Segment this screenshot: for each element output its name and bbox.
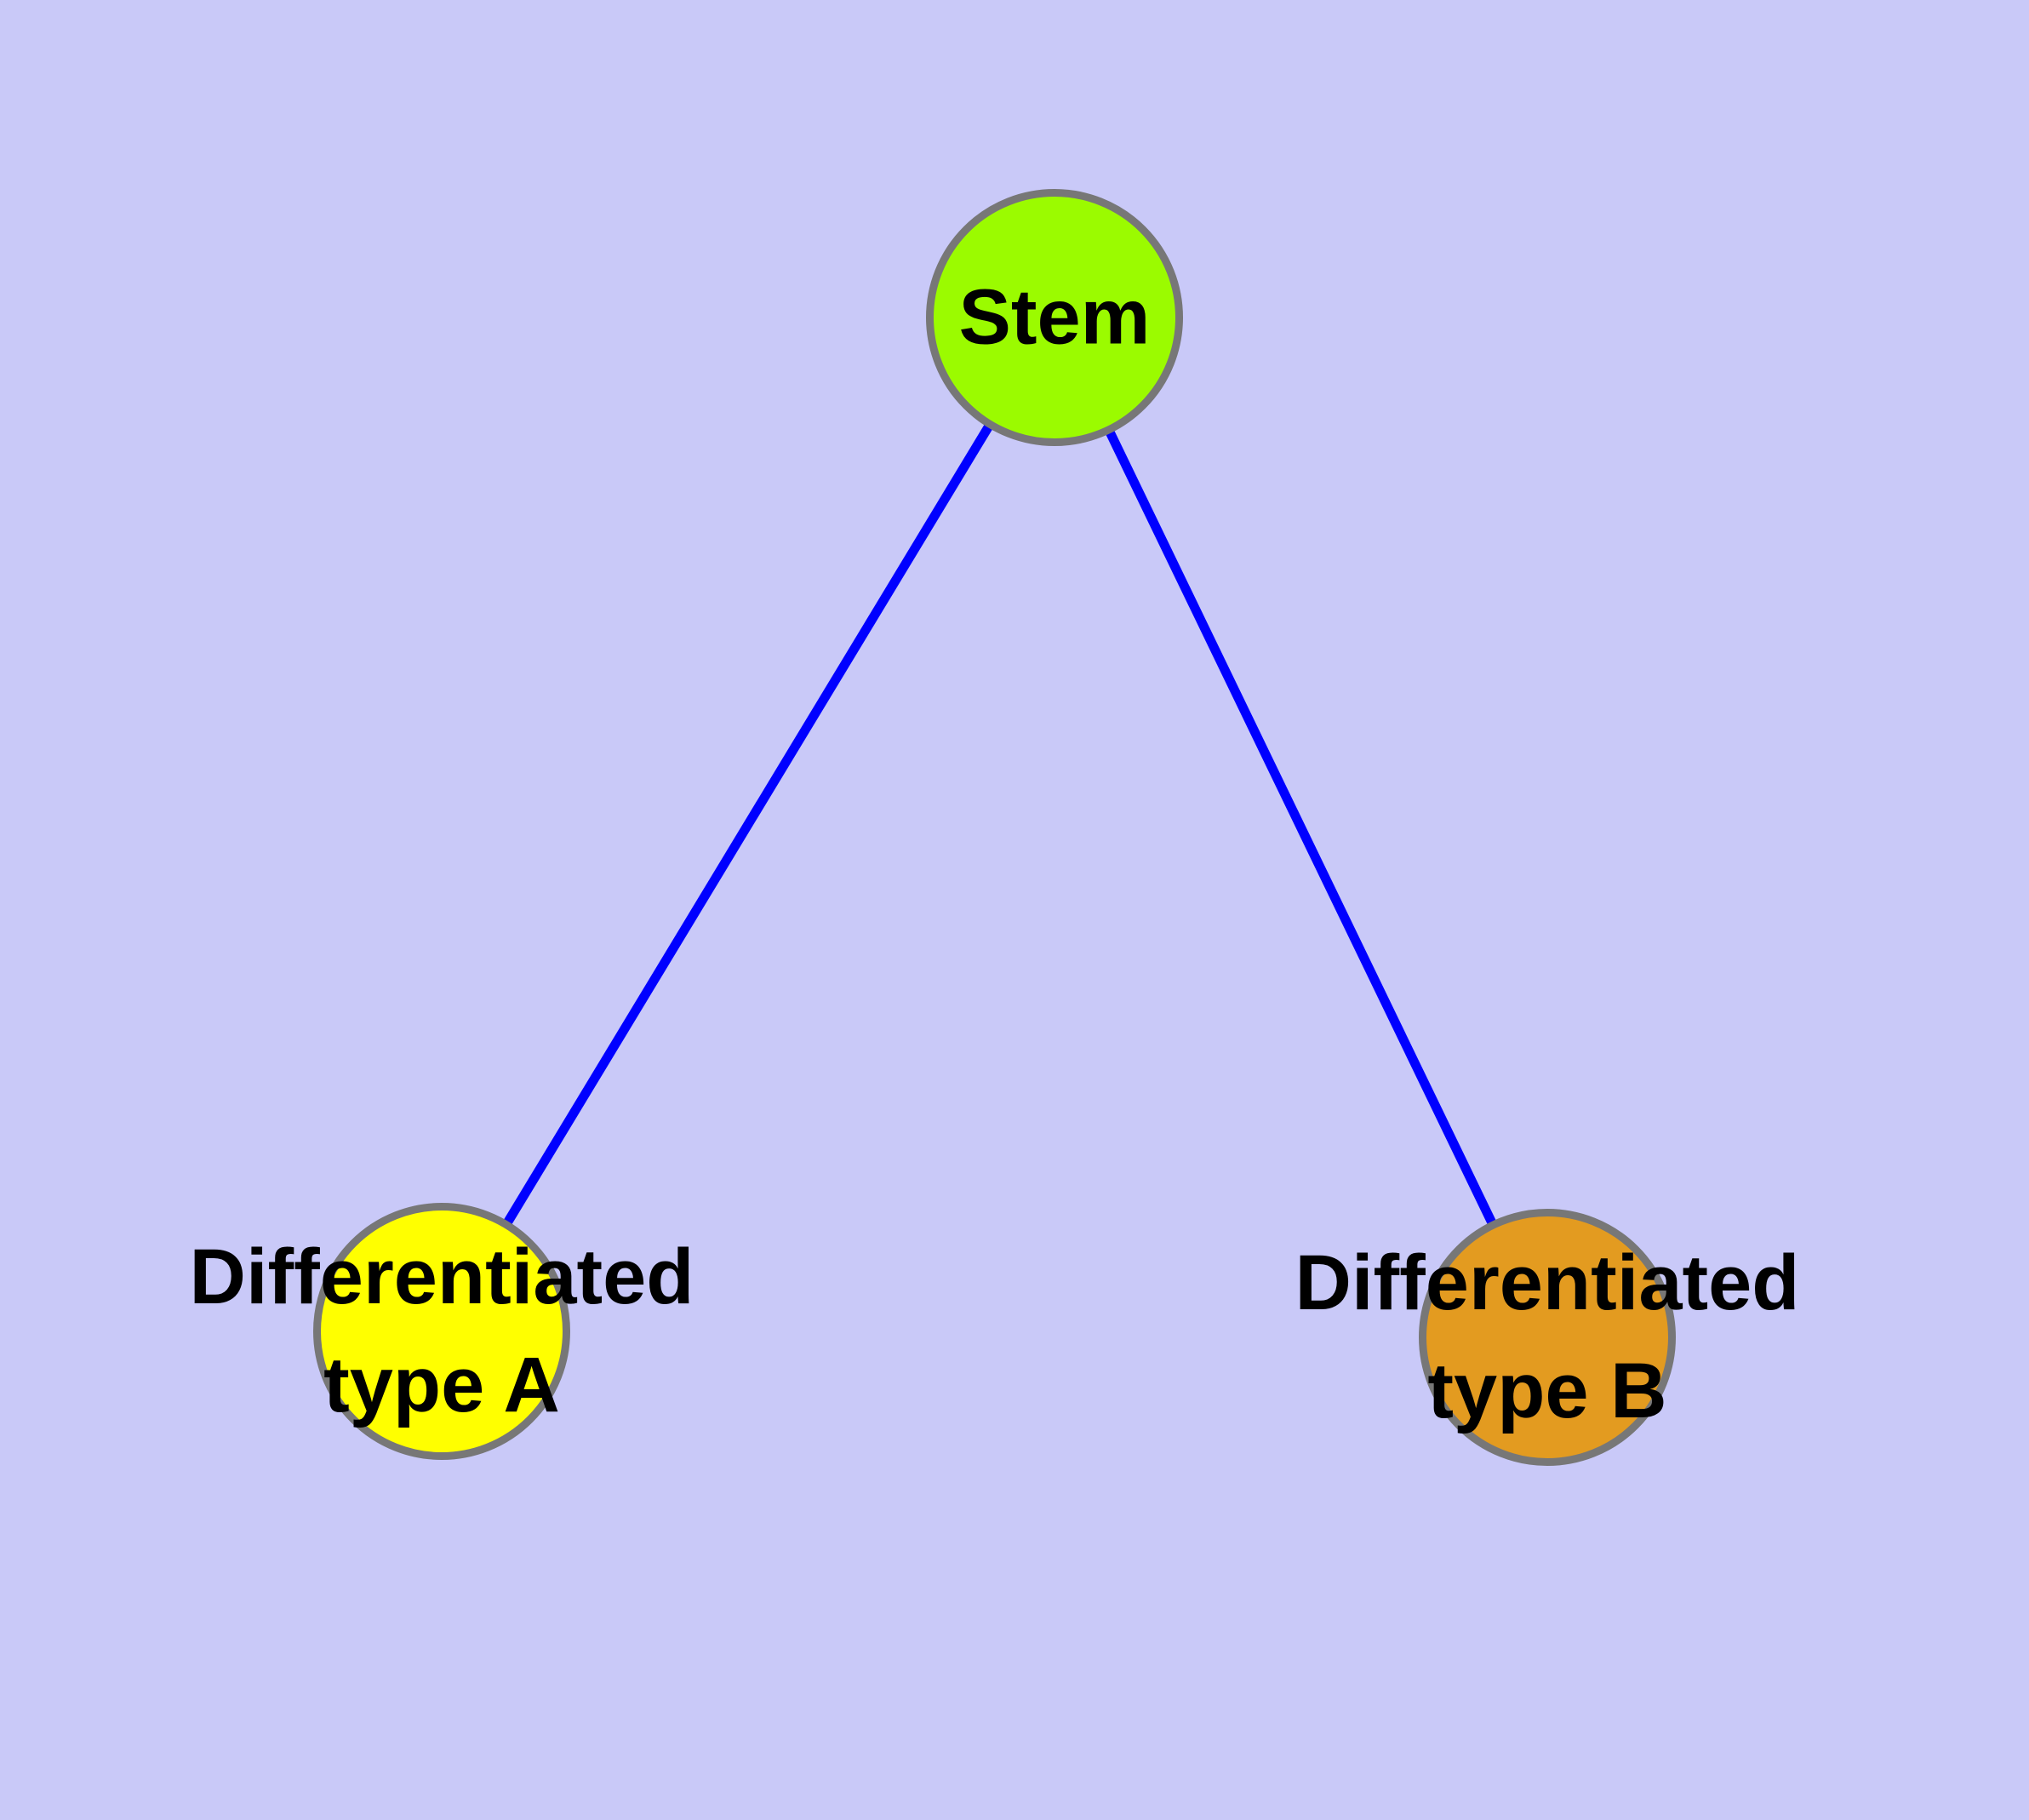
node-circle-stem: [926, 189, 1183, 446]
edge-stem-to-type-b: [1050, 315, 1552, 1340]
node-label-differentiated-type-b: Differentiated type B: [1295, 1229, 1800, 1445]
node-label-line: type B: [1427, 1348, 1667, 1434]
node-circle-differentiated-type-b: [1419, 1209, 1676, 1466]
node-label-differentiated-type-a: Differentiated type A: [190, 1223, 694, 1439]
node-label-stem: Stem: [959, 264, 1151, 372]
node-label-line: type A: [323, 1342, 560, 1428]
node-circle-differentiated-type-a: [313, 1203, 570, 1460]
node-label-line: Differentiated: [189, 1233, 694, 1320]
node-label-line: Stem: [958, 273, 1151, 361]
node-label-line: Differentiated: [1295, 1239, 1800, 1326]
edge-stem-to-type-a: [437, 315, 1059, 1334]
